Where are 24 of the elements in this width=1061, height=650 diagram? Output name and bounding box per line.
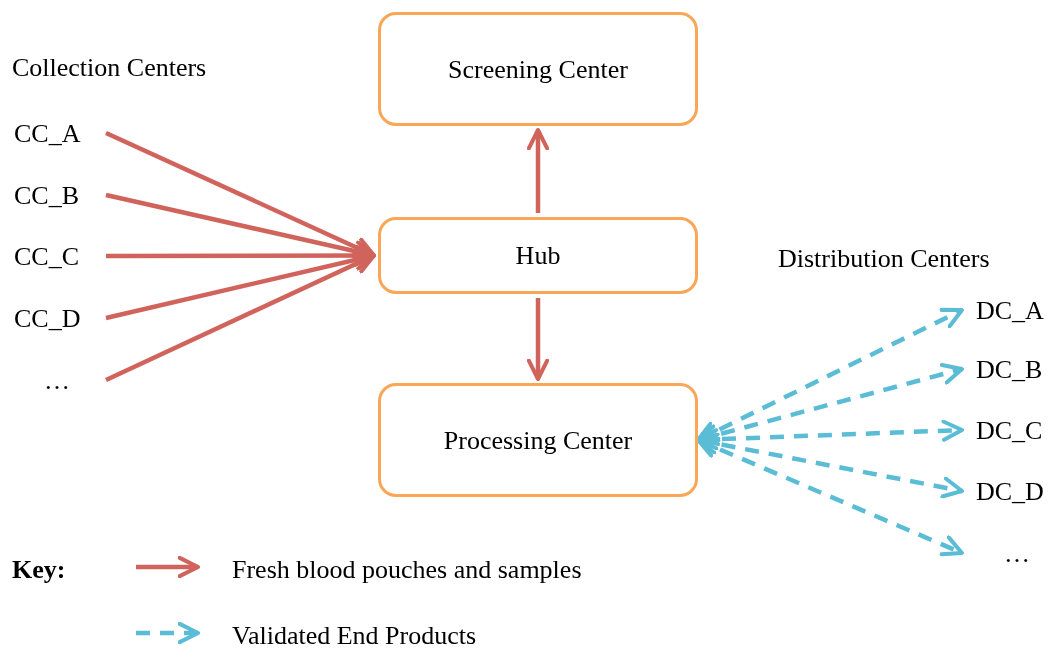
- legend-text: Fresh blood pouches and samples: [232, 554, 582, 586]
- node-label: CC_D: [10, 301, 106, 335]
- legend-text: Validated End Products: [232, 620, 477, 650]
- arrow: [526, 298, 550, 381]
- node-label: DC_B: [966, 352, 1056, 386]
- arrow: [106, 244, 376, 267]
- node-label: …: [10, 363, 106, 397]
- arrow: [526, 128, 550, 213]
- node-label: …: [966, 536, 1056, 570]
- node-label: CC_A: [10, 116, 106, 150]
- node-label: DC_C: [966, 413, 1056, 447]
- arrow: [105, 252, 376, 383]
- process-box: Processing Center: [378, 383, 698, 497]
- node-label: DC_A: [966, 293, 1056, 327]
- process-box: Screening Center: [378, 12, 698, 126]
- node-label: DC_D: [966, 474, 1056, 508]
- arrow: [696, 307, 964, 443]
- group-heading: Collection Centers: [12, 52, 207, 84]
- group-heading: Distribution Centers: [778, 243, 990, 275]
- legend-title: Key:: [12, 554, 66, 586]
- arrow: [696, 436, 964, 557]
- process-box: Hub: [378, 217, 698, 294]
- node-label: CC_B: [10, 178, 106, 212]
- node-label: CC_C: [10, 239, 106, 273]
